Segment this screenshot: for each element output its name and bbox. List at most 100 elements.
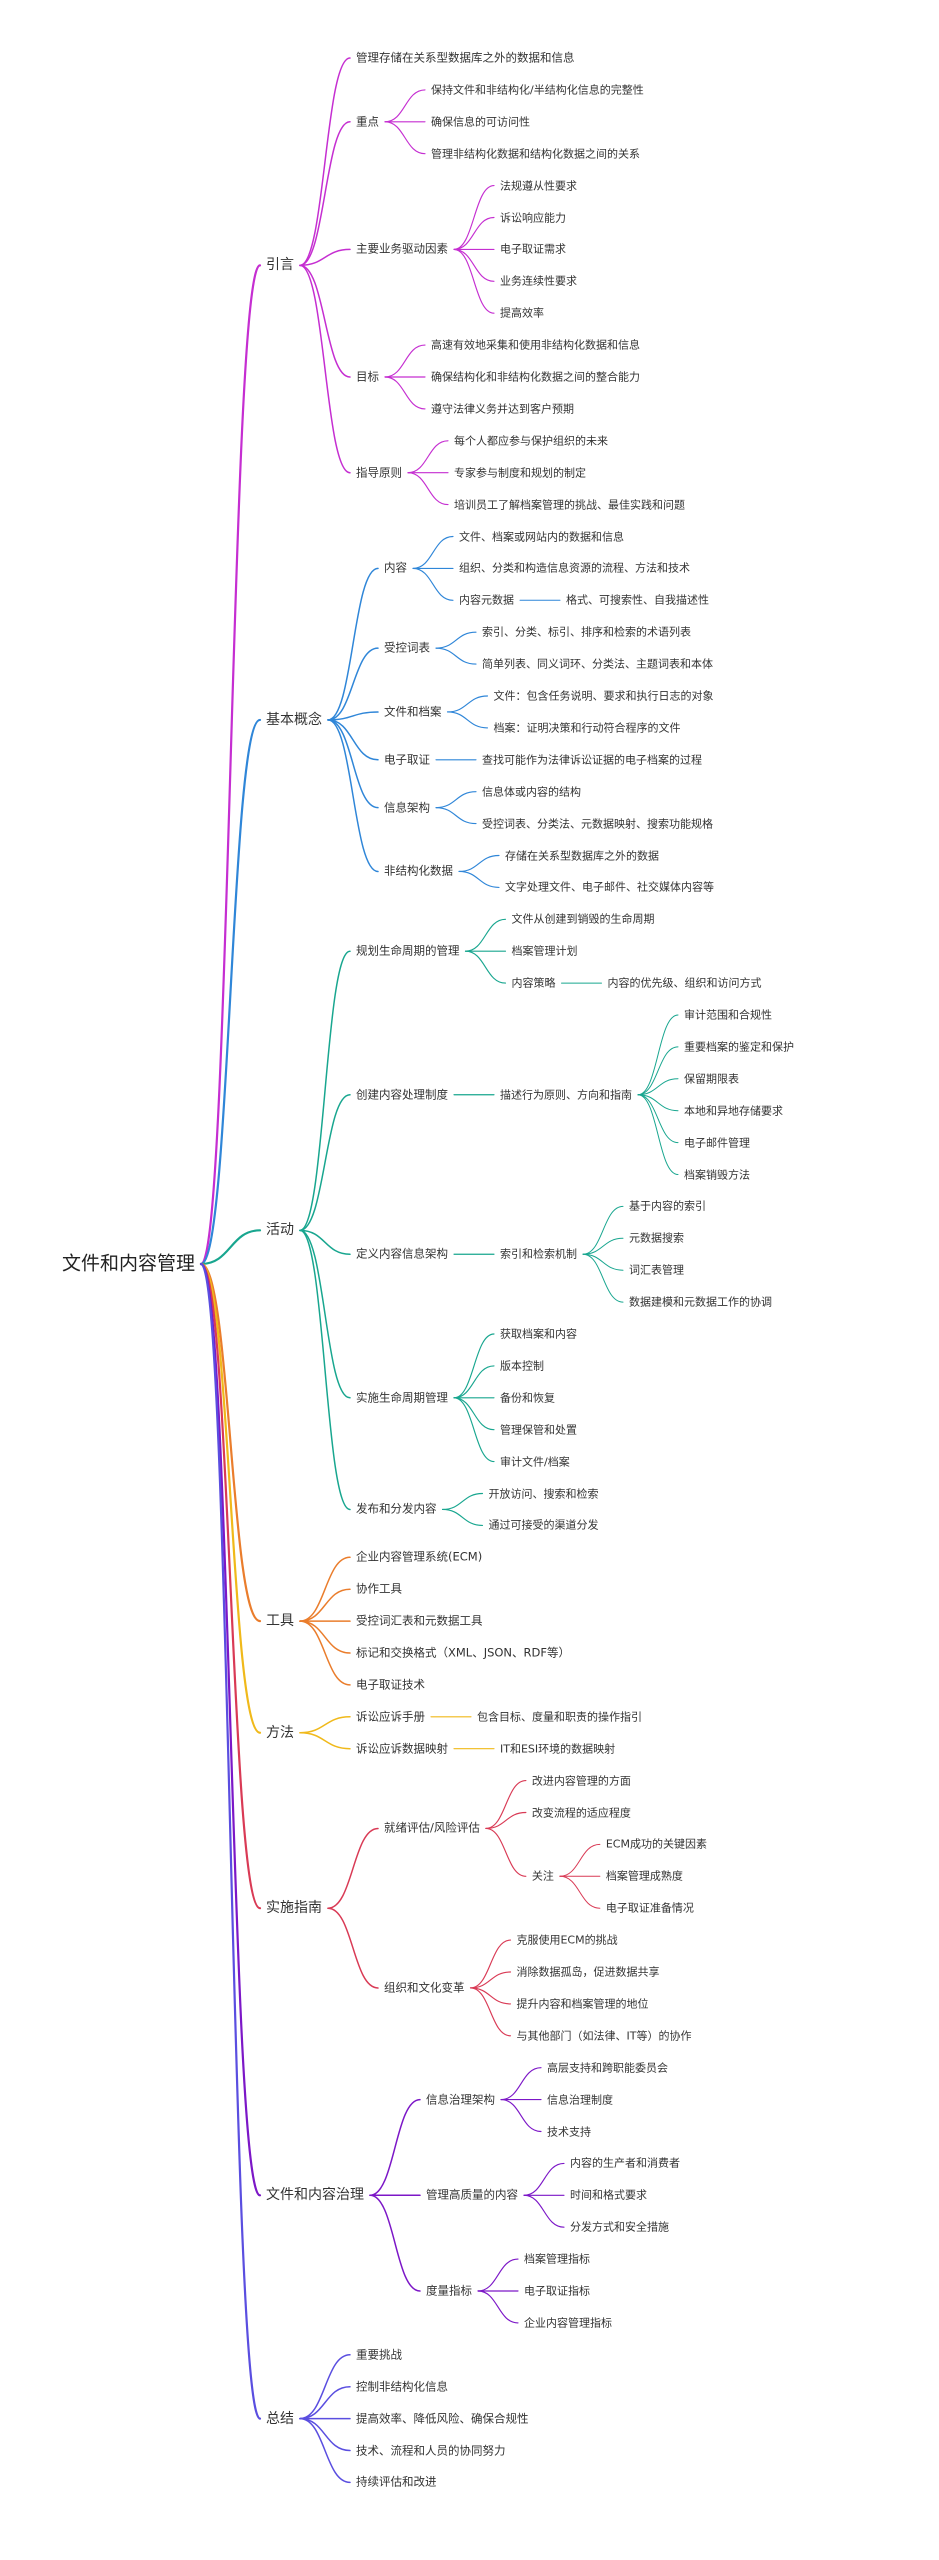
branch-2-2[interactable]: 受控词表 bbox=[383, 640, 430, 655]
branch-2-5-2[interactable]: 受控词表、分类法、元数据映射、搜索功能规格 bbox=[481, 817, 713, 831]
branch-7-1-2[interactable]: 信息治理制度 bbox=[546, 2093, 613, 2107]
branch-3-5-2[interactable]: 通过可接受的渠道分发 bbox=[488, 1518, 599, 1532]
branch-4-5[interactable]: 电子取证技术 bbox=[355, 1677, 425, 1692]
branch-2-1-2[interactable]: 组织、分类和构造信息资源的流程、方法和技术 bbox=[458, 561, 690, 575]
branch-1-2[interactable]: 重点 bbox=[355, 114, 379, 129]
branch-3-2-1-2[interactable]: 重要档案的鉴定和保护 bbox=[683, 1040, 794, 1054]
branch-3-3-1-3[interactable]: 词汇表管理 bbox=[628, 1263, 684, 1277]
branch-7-2-3[interactable]: 分发方式和安全措施 bbox=[569, 2220, 669, 2234]
branch-4-1[interactable]: 企业内容管理系统(ECM) bbox=[355, 1549, 483, 1564]
branch-6-1-3-1[interactable]: ECM成功的关键因素 bbox=[605, 1837, 707, 1851]
branch-4-4[interactable]: 标记和交换格式（XML、JSON、RDF等） bbox=[355, 1645, 570, 1660]
branch-8-3[interactable]: 提高效率、降低风险、确保合规性 bbox=[355, 2410, 529, 2425]
branch-1[interactable]: 引言 bbox=[266, 257, 294, 274]
branch-7-1[interactable]: 信息治理架构 bbox=[425, 2091, 495, 2106]
branch-1-4-3[interactable]: 遵守法律义务并达到客户预期 bbox=[430, 402, 574, 416]
branch-6-2-1[interactable]: 克服使用ECM的挑战 bbox=[516, 1933, 618, 1947]
branch-1-2-1[interactable]: 保持文件和非结构化/半结构化信息的完整性 bbox=[430, 83, 644, 97]
branch-3-3-1[interactable]: 索引和检索机制 bbox=[499, 1247, 577, 1261]
branch-5-1[interactable]: 诉讼应诉手册 bbox=[355, 1709, 425, 1724]
branch-3-4-3[interactable]: 备份和恢复 bbox=[499, 1391, 555, 1405]
branch-2-1-3-1[interactable]: 格式、可搜索性、自我描述性 bbox=[565, 593, 709, 607]
branch-1-4-1[interactable]: 高速有效地采集和使用非结构化数据和信息 bbox=[430, 338, 640, 352]
branch-2-6-2[interactable]: 文字处理文件、电子邮件、社交媒体内容等 bbox=[504, 880, 714, 894]
branch-3-3[interactable]: 定义内容信息架构 bbox=[355, 1246, 448, 1261]
branch-3-2-1-1[interactable]: 审计范围和合规性 bbox=[683, 1008, 772, 1022]
branch-6-2-2[interactable]: 消除数据孤岛，促进数据共享 bbox=[516, 1965, 660, 1979]
branch-2-6-1[interactable]: 存储在关系型数据库之外的数据 bbox=[504, 849, 659, 862]
branch-6-1-1[interactable]: 改进内容管理的方面 bbox=[531, 1774, 631, 1788]
branch-7-2-1[interactable]: 内容的生产者和消费者 bbox=[569, 2156, 680, 2170]
branch-6-1-3-2[interactable]: 档案管理成熟度 bbox=[605, 1869, 683, 1883]
branch-8-2[interactable]: 控制非结构化信息 bbox=[355, 2378, 448, 2393]
branch-7-1-1[interactable]: 高层支持和跨职能委员会 bbox=[546, 2061, 668, 2075]
branch-5-2[interactable]: 诉讼应诉数据映射 bbox=[355, 1740, 448, 1755]
branch-1-5[interactable]: 指导原则 bbox=[355, 464, 402, 479]
branch-7[interactable]: 文件和内容治理 bbox=[266, 2187, 364, 2204]
branch-2-5[interactable]: 信息架构 bbox=[383, 799, 430, 814]
branch-3-4-4[interactable]: 管理保管和处置 bbox=[499, 1423, 577, 1437]
branch-7-2-2[interactable]: 时间和格式要求 bbox=[569, 2188, 647, 2202]
branch-2-5-1[interactable]: 信息体或内容的结构 bbox=[481, 785, 581, 799]
branch-3-4-5[interactable]: 审计文件/档案 bbox=[499, 1455, 570, 1469]
branch-3-2[interactable]: 创建内容处理制度 bbox=[355, 1087, 448, 1101]
branch-1-2-3[interactable]: 管理非结构化数据和结构化数据之间的关系 bbox=[430, 147, 640, 161]
branch-3-4-1[interactable]: 获取档案和内容 bbox=[499, 1327, 577, 1341]
branch-3-2-1[interactable]: 描述行为原则、方向和指南 bbox=[499, 1088, 632, 1102]
branch-3[interactable]: 活动 bbox=[266, 1222, 294, 1239]
branch-1-5-3[interactable]: 培训员工了解档案管理的挑战、最佳实践和问题 bbox=[453, 498, 685, 512]
branch-3-2-1-4[interactable]: 本地和异地存储要求 bbox=[683, 1104, 783, 1118]
branch-8-1[interactable]: 重要挑战 bbox=[355, 2347, 402, 2362]
branch-6-2-3[interactable]: 提升内容和档案管理的地位 bbox=[516, 1997, 649, 2011]
branch-6-1[interactable]: 就绪评估/风险评估 bbox=[383, 1820, 480, 1835]
branch-2-2-2[interactable]: 简单列表、同义词环、分类法、主题词表和本体 bbox=[481, 657, 713, 671]
branch-6-2[interactable]: 组织和文化变革 bbox=[383, 1980, 465, 1995]
branch-2-4[interactable]: 电子取证 bbox=[383, 752, 430, 767]
branch-6-1-3-3[interactable]: 电子取证准备情况 bbox=[605, 1901, 694, 1915]
branch-4[interactable]: 工具 bbox=[266, 1613, 294, 1630]
branch-1-5-1[interactable]: 每个人都应参与保护组织的未来 bbox=[453, 434, 608, 448]
branch-1-3-4[interactable]: 业务连续性要求 bbox=[499, 274, 577, 288]
branch-7-3-2[interactable]: 电子取证指标 bbox=[523, 2284, 590, 2298]
branch-5-2-1[interactable]: IT和ESI环境的数据映射 bbox=[499, 1742, 616, 1756]
branch-2-1-1[interactable]: 文件、档案或网站内的数据和信息 bbox=[458, 530, 624, 543]
branch-3-1[interactable]: 规划生命周期的管理 bbox=[355, 943, 460, 958]
branch-3-3-1-4[interactable]: 数据建模和元数据工作的协调 bbox=[628, 1295, 772, 1309]
branch-6-1-3[interactable]: 关注 bbox=[531, 1869, 554, 1883]
branch-8[interactable]: 总结 bbox=[266, 2410, 294, 2427]
branch-4-2[interactable]: 协作工具 bbox=[355, 1581, 402, 1596]
branch-1-3-3[interactable]: 电子取证需求 bbox=[499, 242, 566, 256]
branch-1-3-5[interactable]: 提高效率 bbox=[499, 306, 544, 320]
branch-2-6[interactable]: 非结构化数据 bbox=[383, 863, 453, 878]
branch-7-3-3[interactable]: 企业内容管理指标 bbox=[523, 2316, 612, 2330]
branch-2-2-1[interactable]: 索引、分类、标引、排序和检索的术语列表 bbox=[481, 625, 691, 639]
branch-7-3-1[interactable]: 档案管理指标 bbox=[523, 2252, 590, 2266]
branch-3-5-1[interactable]: 开放访问、搜索和检索 bbox=[488, 1487, 599, 1500]
branch-3-2-1-6[interactable]: 档案销毁方法 bbox=[683, 1168, 750, 1181]
branch-3-2-1-3[interactable]: 保留期限表 bbox=[683, 1072, 739, 1086]
branch-2-3[interactable]: 文件和档案 bbox=[383, 704, 442, 719]
branch-1-4-2[interactable]: 确保结构化和非结构化数据之间的整合能力 bbox=[430, 370, 640, 384]
branch-3-1-2[interactable]: 档案管理计划 bbox=[511, 944, 578, 958]
branch-6-2-4[interactable]: 与其他部门（如法律、IT等）的协作 bbox=[516, 2029, 692, 2043]
branch-2-1[interactable]: 内容 bbox=[383, 560, 407, 575]
branch-7-3[interactable]: 度量指标 bbox=[425, 2283, 472, 2298]
branch-3-1-3[interactable]: 内容策略 bbox=[511, 976, 556, 990]
branch-2-3-1[interactable]: 文件：包含任务说明、要求和执行日志的对象 bbox=[493, 689, 714, 703]
branch-2[interactable]: 基本概念 bbox=[266, 711, 322, 728]
branch-3-2-1-5[interactable]: 电子邮件管理 bbox=[683, 1136, 750, 1150]
branch-4-3[interactable]: 受控词汇表和元数据工具 bbox=[355, 1613, 483, 1628]
branch-3-1-3-1[interactable]: 内容的优先级、组织和访问方式 bbox=[607, 976, 762, 990]
branch-8-5[interactable]: 持续评估和改进 bbox=[355, 2474, 437, 2489]
branch-2-1-3[interactable]: 内容元数据 bbox=[458, 593, 514, 607]
branch-6-1-2[interactable]: 改变流程的适应程度 bbox=[531, 1806, 631, 1819]
branch-8-4[interactable]: 技术、流程和人员的协同努力 bbox=[355, 2442, 506, 2457]
branch-1-1[interactable]: 管理存储在关系型数据库之外的数据和信息 bbox=[355, 50, 575, 65]
branch-6[interactable]: 实施指南 bbox=[266, 1900, 322, 1917]
branch-1-3-1[interactable]: 法规遵从性要求 bbox=[499, 179, 577, 193]
branch-2-4-1[interactable]: 查找可能作为法律诉讼证据的电子档案的过程 bbox=[481, 753, 702, 767]
branch-3-5[interactable]: 发布和分发内容 bbox=[355, 1501, 437, 1516]
branch-5-1-1[interactable]: 包含目标、度量和职责的操作指引 bbox=[476, 1710, 642, 1724]
branch-3-4-2[interactable]: 版本控制 bbox=[499, 1359, 544, 1373]
branch-7-2[interactable]: 管理高质量的内容 bbox=[425, 2187, 518, 2202]
